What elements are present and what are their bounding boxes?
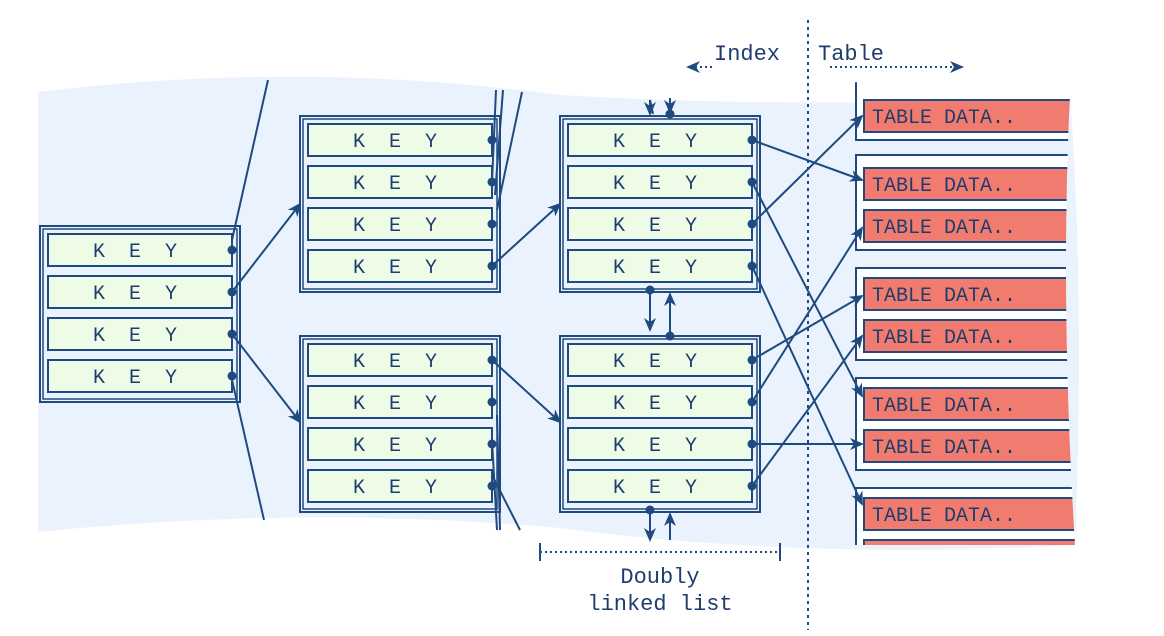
key-cell [307,343,493,377]
key-cell [47,275,233,309]
key-label: K E Y [353,131,437,154]
table-label: Table [818,42,884,67]
leaf-node-top: K E Y K E Y K E Y K E Y [559,115,761,293]
table-data-label: TABLE DATA.. [872,175,1016,198]
key-label: K E Y [353,215,437,238]
doubly-linked-list-bracket [539,543,781,561]
table-data-label: TABLE DATA.. [872,285,1016,308]
key-cell [47,233,233,267]
table-data-cell [863,277,1075,311]
key-cell [567,343,753,377]
key-cell [307,123,493,157]
table-data-cell [863,387,1075,421]
table-page-5: TABLE DATA.. TABLE DATA.. [855,487,1075,570]
table-data-label: TABLE DATA.. [872,505,1016,528]
node-frame [39,225,241,403]
table-page-3: TABLE DATA.. TABLE DATA.. [855,267,1075,361]
linked-list-dot [665,331,675,341]
node-frame-inner [42,228,238,400]
key-label: K E Y [353,257,437,280]
key-cell [567,207,753,241]
doubly-linked-list-label-line2: linked list [587,592,732,617]
pointer-arrow [491,359,562,424]
pointer-dot [487,481,497,491]
key-cell [307,165,493,199]
key-label: K E Y [613,393,697,416]
branch-node-top: K E Y K E Y K E Y K E Y [299,115,501,293]
table-page-2: TABLE DATA.. TABLE DATA.. [855,154,1075,251]
pointer-arrow [231,202,302,293]
key-label: K E Y [613,173,697,196]
table-data-cell [863,497,1075,531]
key-cell [307,427,493,461]
pointer-dot [487,219,497,229]
pointer-dot [227,371,237,381]
key-cell [307,249,493,283]
table-page-4: TABLE DATA.. TABLE DATA.. [855,377,1075,471]
key-label: K E Y [93,325,177,348]
pointer-dot [227,245,237,255]
node-frame-inner [562,338,758,510]
table-data-cell [863,539,1075,545]
key-label: K E Y [353,393,437,416]
key-cell [567,123,753,157]
key-label: K E Y [93,241,177,264]
pointer-dot [487,397,497,407]
key-cell [567,427,753,461]
table-data-label: TABLE DATA.. [872,395,1016,418]
branch-node-bottom: K E Y K E Y K E Y K E Y [299,335,501,513]
key-label: K E Y [353,477,437,500]
node-frame-inner [302,118,498,290]
index-region-background [38,76,1079,550]
pointer-arrow [231,333,302,424]
table-data-label: TABLE DATA.. [872,107,1016,130]
key-cell [47,317,233,351]
table-data-label: TABLE DATA.. [872,217,1016,240]
table-data-cell [863,99,1075,133]
linked-list-dot [665,109,675,119]
key-label: K E Y [613,131,697,154]
key-label: K E Y [613,257,697,280]
linked-list-dot [645,505,655,515]
key-cell [307,207,493,241]
key-label: K E Y [93,367,177,390]
table-data-cell [863,167,1075,201]
key-label: K E Y [613,351,697,374]
key-label: K E Y [613,435,697,458]
pointer-arrow [491,202,562,267]
pointer-dot [487,177,497,187]
table-data-cell [863,209,1075,243]
pointer-dot [487,439,497,449]
table-data-cell [863,429,1075,463]
key-label: K E Y [613,477,697,500]
key-cell [567,165,753,199]
key-cell [307,385,493,419]
node-frame-inner [562,118,758,290]
leaf-node-bottom: K E Y K E Y K E Y K E Y [559,335,761,513]
node-frame-inner [302,338,498,510]
doubly-linked-list-label-line1: Doubly [620,565,699,590]
table-data-label: TABLE DATA.. [872,437,1016,460]
pointer-dot [487,135,497,145]
pointer-arrow [751,334,864,487]
index-label: Index [714,42,780,67]
key-label: K E Y [613,215,697,238]
linked-list-dot [645,285,655,295]
table-page-1: TABLE DATA.. [855,80,1075,141]
table-data-label: TABLE DATA.. [872,547,1016,570]
node-frame [299,335,501,513]
table-data-cell [863,319,1075,353]
key-cell [307,469,493,503]
key-label: K E Y [93,283,177,306]
key-label: K E Y [353,351,437,374]
table-data-label: TABLE DATA.. [872,327,1016,350]
key-label: K E Y [353,173,437,196]
root-node: K E Y K E Y K E Y K E Y [39,225,241,403]
node-frame [559,335,761,513]
key-label: K E Y [353,435,437,458]
key-cell [567,385,753,419]
